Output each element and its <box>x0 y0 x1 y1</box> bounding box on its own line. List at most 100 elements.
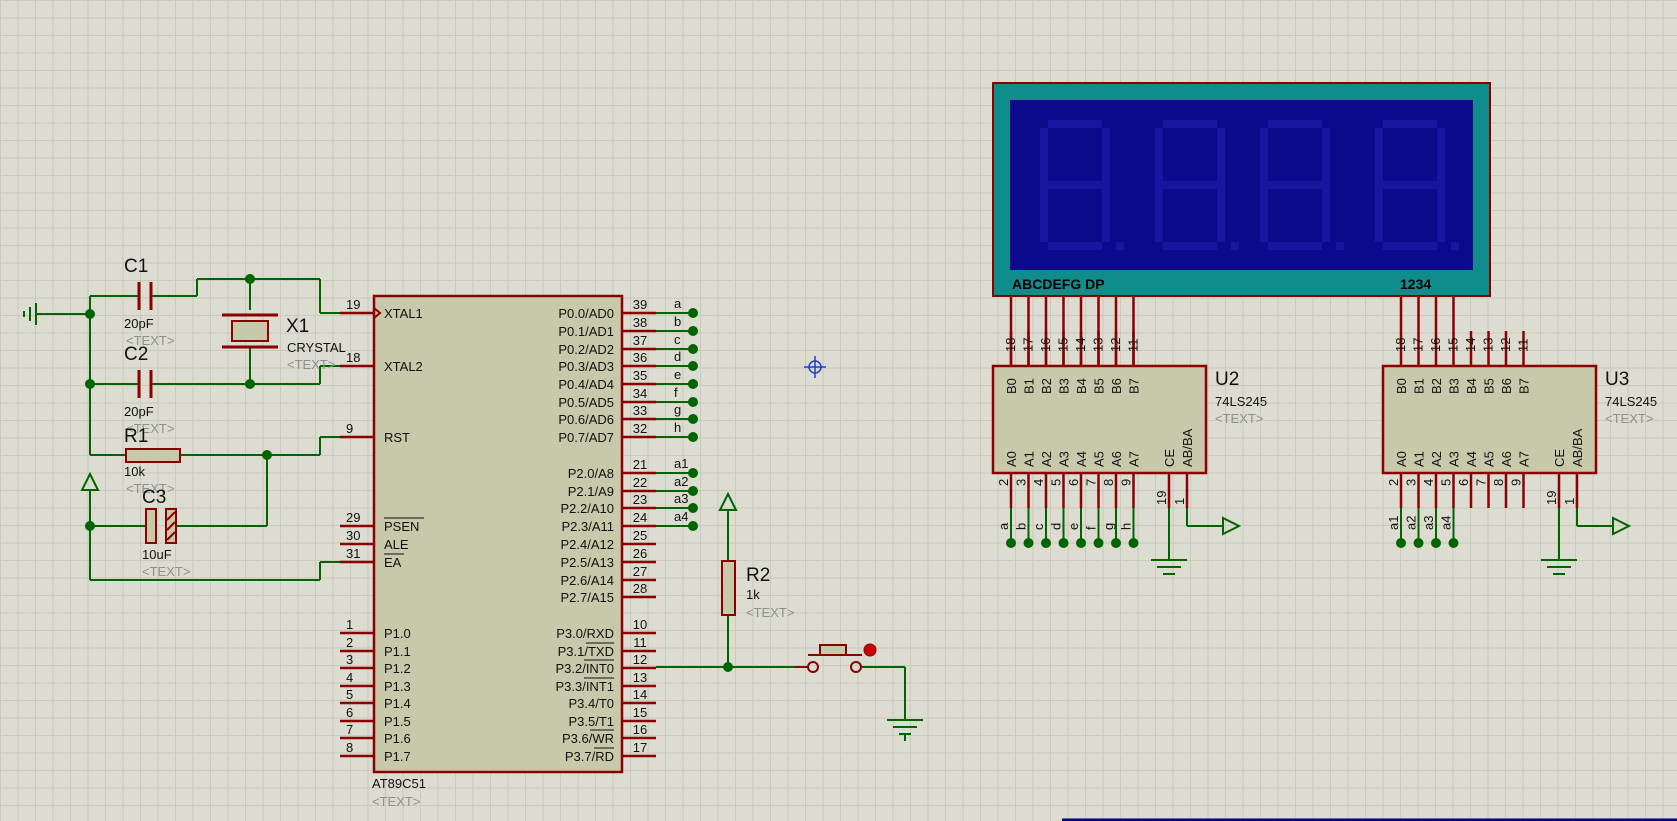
net-label: b <box>1014 523 1029 530</box>
mcu-pin-number: 6 <box>346 705 353 720</box>
power-terminal-icon <box>80 471 100 491</box>
decimal-point <box>1336 242 1344 250</box>
buffer-pin-name: AB/BA <box>1570 428 1585 467</box>
r2-text: <TEXT> <box>746 605 794 620</box>
mcu-pin-name: P0.7/AD7 <box>558 430 614 445</box>
buffer-pin-name: B4 <box>1464 378 1479 394</box>
r1-value: 10k <box>124 464 145 479</box>
buffer-u3-74ls245[interactable]: U374LS245<TEXT>18B017B116B215B314B413B51… <box>1381 331 1657 575</box>
decimal-point <box>1231 242 1239 250</box>
capacitor-c2[interactable]: C2 20pF <TEXT> <box>124 344 174 436</box>
mcu-pin-name: P1.7 <box>384 749 411 764</box>
net-label: a4 <box>1439 516 1454 530</box>
net-terminal-dot <box>688 468 698 478</box>
buffer-pin-number: 7 <box>1084 479 1099 486</box>
net-terminal-dot <box>688 379 698 389</box>
segment <box>1163 181 1217 189</box>
capacitor-c1[interactable]: C1 20pF <TEXT> <box>124 256 174 348</box>
net-terminal-dot <box>688 486 698 496</box>
net-label: b <box>674 314 681 329</box>
net-label: c <box>1031 523 1046 530</box>
buffer-pin-number: 13 <box>1091 338 1106 352</box>
mcu-pin-name: P0.2/AD2 <box>558 342 614 357</box>
output-terminal-icon <box>1222 516 1242 536</box>
buffer-pin-number: 19 <box>1544 491 1559 505</box>
buffer-pin-number: 8 <box>1101 479 1116 486</box>
mcu-pin-name: ALE <box>384 537 409 552</box>
c1-value: 20pF <box>124 316 154 331</box>
mcu-left-pins: 19XTAL118XTAL29RST29PSEN30ALE31EA1P1.02P… <box>340 297 424 764</box>
c1-ref: C1 <box>124 256 148 277</box>
buffer-pin-number: 9 <box>1119 479 1134 486</box>
buffer-pin-name: B6 <box>1109 378 1124 394</box>
mcu-pin-number: 2 <box>346 635 353 650</box>
buffer-pin-name: B3 <box>1447 378 1462 394</box>
pushbutton-reset[interactable] <box>795 643 877 673</box>
buffer-pin-number: 4 <box>1421 479 1436 486</box>
net-label: a1 <box>1386 516 1401 530</box>
mcu-pin-number: 3 <box>346 652 353 667</box>
resistor-r2[interactable]: R2 1k <TEXT> <box>721 560 794 620</box>
mcu-pin-name: P3.7/RD <box>565 749 614 764</box>
buffer-text: <TEXT> <box>1215 411 1263 426</box>
net-label: a1 <box>674 456 688 471</box>
buffer-pin-number: 18 <box>1003 338 1018 352</box>
mcu-pin-name: PSEN <box>384 519 419 534</box>
buffer-pin-name: A7 <box>1127 451 1142 467</box>
buffer-pin-name: B4 <box>1074 378 1089 394</box>
buffer-pin-number: 14 <box>1073 338 1088 352</box>
buffer-pin-number: 16 <box>1038 338 1053 352</box>
net-terminal-dot <box>1413 538 1424 548</box>
crystal-x1[interactable]: X1 CRYSTAL <TEXT> <box>222 313 346 372</box>
segment <box>1102 128 1110 185</box>
buffer-pin-name: B2 <box>1039 378 1054 394</box>
c3-ref: C3 <box>142 487 166 508</box>
c3-text: <TEXT> <box>142 564 190 579</box>
mcu-pin-number: 35 <box>633 368 647 383</box>
mcu-pin-number: 34 <box>633 386 647 401</box>
buffer-u2-74ls245[interactable]: U274LS245<TEXT>18B017B116B215B314B413B51… <box>991 331 1267 575</box>
buffer-pin-name: B1 <box>1022 378 1037 394</box>
buffer-pin-number: 16 <box>1428 338 1443 352</box>
mcu-pin-name: P1.5 <box>384 714 411 729</box>
mcu-pin-number: 14 <box>633 687 647 702</box>
mcu-pin-number: 15 <box>633 705 647 720</box>
mcu-pin-name: P1.0 <box>384 626 411 641</box>
segment <box>1383 242 1437 250</box>
mcu-pin-number: 28 <box>633 581 647 596</box>
buffer-pin-number: 15 <box>1446 338 1461 352</box>
buffer-pin-number: 13 <box>1481 338 1496 352</box>
mcu-pin-number: 37 <box>633 333 647 348</box>
mcu-at89c51[interactable]: AT89C51 <TEXT> <box>372 294 624 809</box>
mcu-pin-name: P2.0/A8 <box>568 466 614 481</box>
r1-ref: R1 <box>124 426 148 447</box>
net-label: a2 <box>674 474 688 489</box>
display-digit-label: 1234 <box>1400 276 1431 292</box>
mcu-pin-number: 27 <box>633 564 647 579</box>
mcu-pin-number: 33 <box>633 403 647 418</box>
mcu-pin-number: 38 <box>633 315 647 330</box>
crosshair-cursor-icon <box>804 356 826 378</box>
mcu-pin-name: P1.2 <box>384 661 411 676</box>
seven-segment-display[interactable]: ABCDEFG DP 1234 <box>992 82 1491 297</box>
net-terminal-dot <box>1396 538 1406 548</box>
segment <box>1048 242 1102 250</box>
buffer-pin-number: 17 <box>1411 338 1426 352</box>
mcu-pin-number: 39 <box>633 297 647 312</box>
net-terminal-dot <box>688 361 698 371</box>
segment <box>1040 185 1048 242</box>
buffer-pin-name: B5 <box>1482 378 1497 394</box>
resistor-r1[interactable]: R1 10k <TEXT> <box>124 426 181 496</box>
buffer-pin-number: 17 <box>1021 338 1036 352</box>
net-label: g <box>1101 523 1116 530</box>
mcu-pin-name: P3.2/INT0 <box>555 661 614 676</box>
buffer-pin-number: 7 <box>1474 479 1489 486</box>
mcu-pin-name: P2.2/A10 <box>561 501 615 516</box>
buffer-pin-name: A4 <box>1464 451 1479 467</box>
mcu-pin-name: P0.4/AD4 <box>558 377 614 392</box>
segment <box>1155 185 1163 242</box>
mcu-pin-number: 11 <box>633 635 647 650</box>
capacitor-c3[interactable]: C3 10uF <TEXT> <box>142 487 190 579</box>
buffer-pin-number: 15 <box>1056 338 1071 352</box>
